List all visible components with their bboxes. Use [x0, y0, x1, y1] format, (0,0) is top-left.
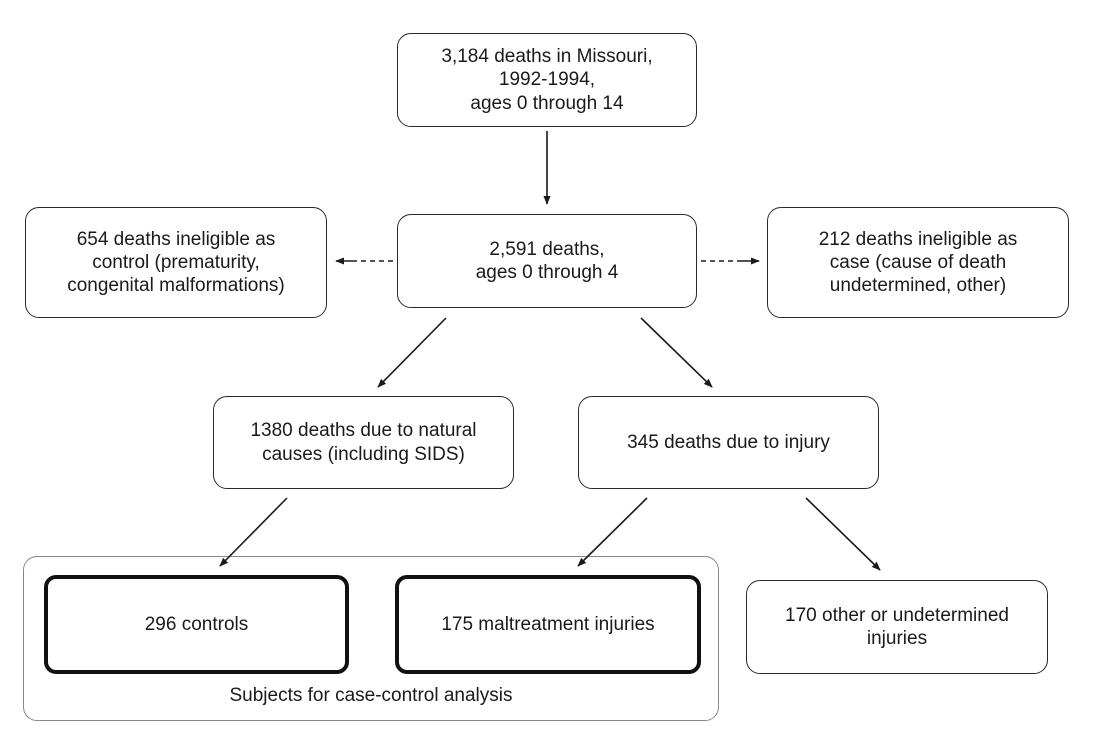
case-control-group [23, 556, 719, 721]
node-under5-deaths: 2,591 deaths, ages 0 through 4 [397, 214, 697, 308]
arrow-under5-to-injury [640, 317, 713, 388]
node-injury-deaths-text: 345 deaths due to injury [627, 431, 830, 453]
node-under5-deaths-text: 2,591 deaths, ages 0 through 4 [475, 238, 619, 283]
node-controls-text: 296 controls [144, 613, 249, 635]
node-ineligible-case: 212 deaths ineligible as case (cause of … [767, 207, 1069, 318]
node-maltreatment-injuries: 175 maltreatment injuries [395, 575, 701, 674]
node-total-deaths: 3,184 deaths in Missouri, 1992-1994, age… [397, 33, 697, 127]
node-total-deaths-text: 3,184 deaths in Missouri, 1992-1994, age… [441, 46, 653, 114]
node-ineligible-case-text: 212 deaths ineligible as case (cause of … [818, 228, 1018, 297]
node-controls: 296 controls [44, 575, 349, 674]
node-maltreatment-injuries-text: 175 maltreatment injuries [441, 613, 655, 635]
case-control-group-label: Subjects for case-control analysis [229, 685, 513, 706]
node-natural-causes-text: 1380 deaths due to natural causes (inclu… [250, 420, 477, 465]
node-injury-deaths: 345 deaths due to injury [578, 396, 879, 489]
node-natural-causes: 1380 deaths due to natural causes (inclu… [213, 396, 514, 489]
node-other-injuries: 170 other or undetermined injuries [746, 580, 1048, 674]
node-other-injuries-text: 170 other or undetermined injuries [785, 604, 1009, 649]
arrow-injury-to-other [805, 497, 881, 571]
node-ineligible-control: 654 deaths ineligible as control (premat… [25, 207, 327, 318]
arrow-under5-to-natural [377, 317, 447, 388]
node-ineligible-control-text: 654 deaths ineligible as control (premat… [67, 228, 285, 297]
